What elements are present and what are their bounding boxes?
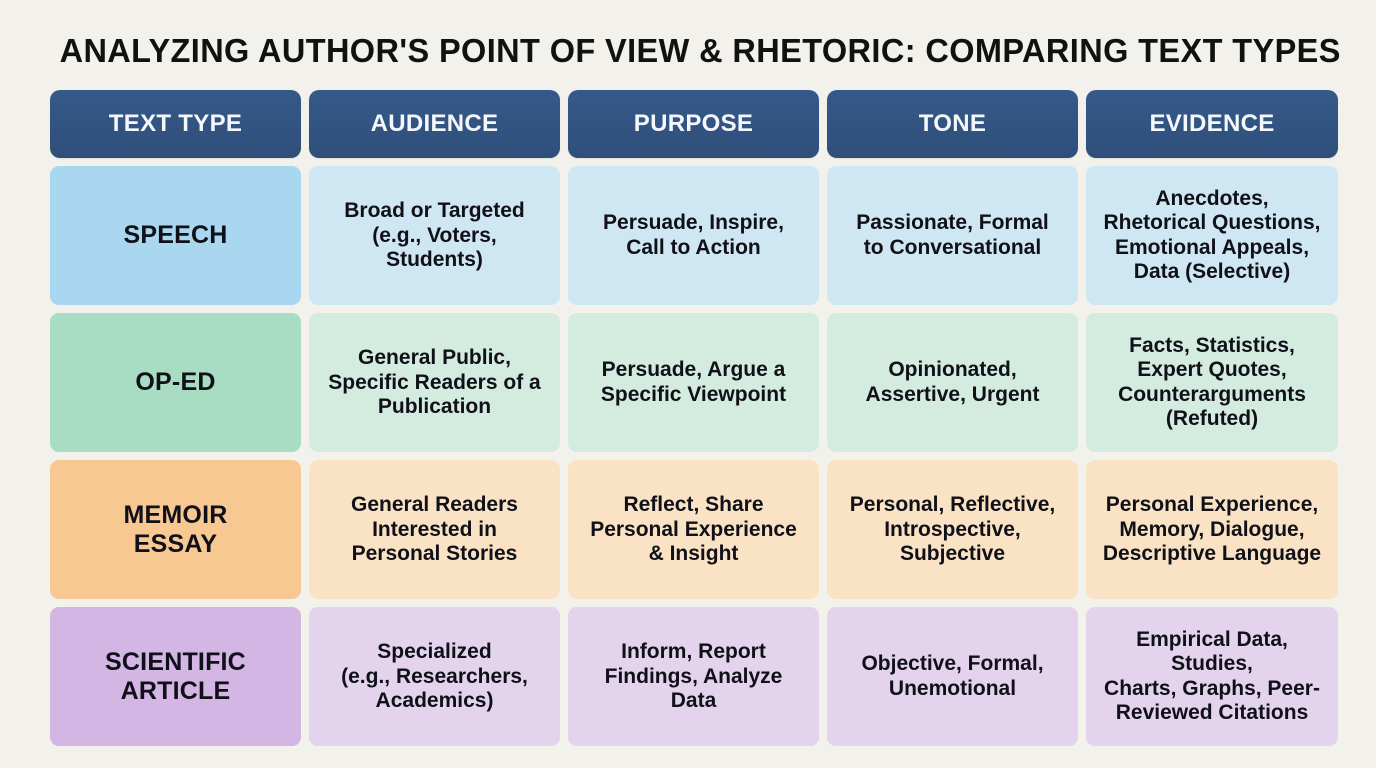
column-header-text-type: TEXT TYPE [50,90,301,159]
cell-text: Passionate, Formal to Conversational [856,211,1049,259]
cell-scientific-article-audience: Specialized (e.g., Researchers, Academic… [309,607,560,747]
column-header-label: TEXT TYPE [108,110,243,138]
cell-speech-evidence: Anecdotes, Rhetorical Questions, Emotion… [1086,166,1338,306]
table-header-row: TEXT TYPE AUDIENCE PURPOSE TONE EVIDENCE [50,90,1338,159]
cell-scientific-article-evidence: Empirical Data, Studies, Charts, Graphs,… [1086,607,1338,747]
cell-text: OP-ED [135,368,216,397]
cell-op-ed-audience: General Public, Specific Readers of a Pu… [309,313,560,453]
cell-scientific-article-purpose: Inform, Report Findings, Analyze Data [568,607,819,747]
table-row: OP-ED General Public, Specific Readers o… [50,313,1338,453]
table-row: SPEECH Broad or Targeted (e.g., Voters, … [50,166,1338,306]
row-key-cell-op-ed: OP-ED [50,313,301,453]
cell-text: MEMOIR ESSAY [123,500,228,558]
cell-op-ed-evidence: Facts, Statistics, Expert Quotes, Counte… [1086,313,1338,453]
column-header-purpose: PURPOSE [568,90,819,159]
column-header-label: AUDIENCE [370,110,499,138]
cell-speech-tone: Passionate, Formal to Conversational [827,166,1078,306]
column-header-audience: AUDIENCE [309,90,560,159]
cell-text: Empirical Data, Studies, Charts, Graphs,… [1104,627,1320,725]
cell-speech-audience: Broad or Targeted (e.g., Voters, Student… [309,166,560,306]
cell-text: Inform, Report Findings, Analyze Data [604,639,783,713]
cell-memoir-essay-tone: Personal, Reflective, Introspective, Sub… [827,460,1078,600]
row-key-cell-speech: SPEECH [50,166,301,306]
cell-text: Reflect, Share Personal Experience & Ins… [590,492,797,566]
cell-text: Anecdotes, Rhetorical Questions, Emotion… [1103,186,1321,284]
table-row: SCIENTIFIC ARTICLE Specialized (e.g., Re… [50,607,1338,747]
cell-text: Facts, Statistics, Expert Quotes, Counte… [1118,333,1306,431]
column-header-tone: TONE [827,90,1078,159]
cell-scientific-article-tone: Objective, Formal, Unemotional [827,607,1078,747]
page-title: Analyzing Author's Point of View & Rheto… [59,32,1341,69]
cell-text: General Public, Specific Readers of a Pu… [328,345,541,419]
cell-text: Opinionated, Assertive, Urgent [865,358,1040,406]
cell-text: Broad or Targeted (e.g., Voters, Student… [344,198,525,272]
column-header-evidence: EVIDENCE [1086,90,1338,159]
cell-speech-purpose: Persuade, Inspire, Call to Action [568,166,819,306]
row-key-cell-scientific-article: SCIENTIFIC ARTICLE [50,607,301,747]
column-header-label: PURPOSE [633,110,754,138]
cell-text: Specialized (e.g., Researchers, Academic… [341,639,528,713]
table-row: MEMOIR ESSAY General Readers Interested … [50,460,1338,600]
cell-memoir-essay-evidence: Personal Experience, Memory, Dialogue, D… [1086,460,1338,600]
comparison-table: TEXT TYPE AUDIENCE PURPOSE TONE EVIDENCE… [50,90,1338,747]
cell-text: SPEECH [123,221,228,250]
cell-text: General Readers Interested in Personal S… [351,492,518,566]
cell-text: Personal, Reflective, Introspective, Sub… [849,492,1056,566]
cell-text: Objective, Formal, Unemotional [861,652,1044,700]
column-header-label: EVIDENCE [1149,110,1275,138]
cell-text: Persuade, Argue a Specific Viewpoint [600,358,787,406]
row-key-cell-memoir-essay: MEMOIR ESSAY [50,460,301,600]
cell-op-ed-tone: Opinionated, Assertive, Urgent [827,313,1078,453]
cell-memoir-essay-purpose: Reflect, Share Personal Experience & Ins… [568,460,819,600]
cell-text: SCIENTIFIC ARTICLE [105,647,246,705]
cell-memoir-essay-audience: General Readers Interested in Personal S… [309,460,560,600]
cell-op-ed-purpose: Persuade, Argue a Specific Viewpoint [568,313,819,453]
cell-text: Persuade, Inspire, Call to Action [603,211,784,259]
cell-text: Personal Experience, Memory, Dialogue, D… [1102,492,1322,566]
column-header-label: TONE [918,110,987,138]
